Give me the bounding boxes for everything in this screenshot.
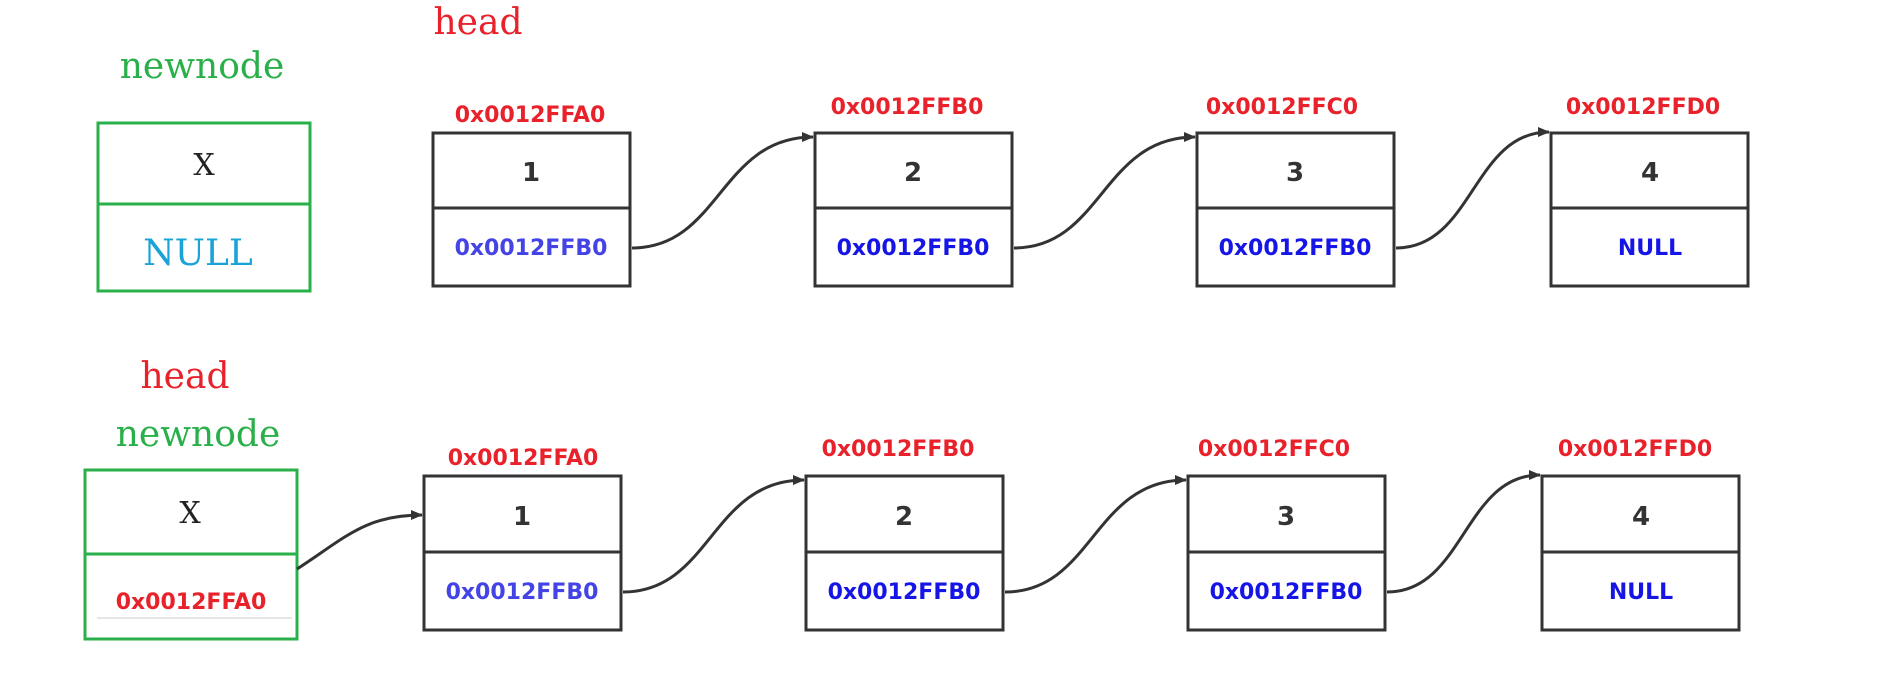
node-address: 0x0012FFD0 — [1566, 95, 1720, 120]
node-next-pointer: 0x0012FFB0 — [446, 580, 599, 605]
bottom-node-2: 0x0012FFB0 2 0x0012FFB0 — [804, 437, 1005, 632]
node-next-pointer: 0x0012FFB0 — [1219, 236, 1372, 261]
top-newnode-label: newnode — [120, 46, 285, 87]
bottom-head-label: head — [141, 356, 230, 397]
next-arrow — [1013, 132, 1196, 250]
next-arrow — [622, 475, 805, 594]
node-next-pointer: 0x0012FFB0 — [1210, 580, 1363, 605]
node-next-pointer: 0x0012FFB0 — [837, 236, 990, 261]
bottom-newnode-next: 0x0012FFA0 — [116, 590, 267, 615]
node-address: 0x0012FFA0 — [448, 446, 599, 471]
node-next-cell — [431, 206, 632, 288]
node-next-pointer: NULL — [1618, 236, 1682, 261]
node-address: 0x0012FFB0 — [822, 437, 975, 462]
node-value: 2 — [904, 158, 922, 188]
top-newnode-data-cell — [96, 121, 312, 206]
top-newnode-data: X — [193, 148, 215, 183]
bottom-newnode-label: newnode — [116, 414, 281, 455]
top-head-label: head — [434, 2, 523, 43]
node-value: 3 — [1286, 158, 1304, 188]
node-next-cell — [1186, 550, 1387, 632]
node-address: 0x0012FFC0 — [1198, 437, 1350, 462]
top-node-4: 0x0012FFD0 4 NULL — [1549, 95, 1750, 288]
top-section: head newnode X NULL 0x0012FFA0 1 0x0012F… — [96, 2, 1750, 293]
node-next-cell — [1549, 206, 1750, 288]
node-value-cell — [1540, 474, 1741, 554]
node-value: 1 — [522, 158, 540, 188]
next-arrow — [1386, 470, 1541, 594]
node-next-cell — [422, 550, 623, 632]
node-value: 4 — [1641, 158, 1659, 188]
bottom-section: head newnode X 0x0012FFA0 0x0012FFA0 1 0… — [83, 356, 1741, 641]
node-next-cell — [804, 550, 1005, 632]
node-value: 2 — [895, 502, 913, 532]
node-address: 0x0012FFA0 — [455, 103, 606, 128]
next-arrow — [631, 132, 814, 250]
bottom-newnode-data-cell — [83, 468, 299, 556]
top-node-3: 0x0012FFC0 3 0x0012FFB0 — [1195, 95, 1396, 288]
bottom-node-3: 0x0012FFC0 3 0x0012FFB0 — [1186, 437, 1387, 632]
bottom-node-4: 0x0012FFD0 4 NULL — [1540, 437, 1741, 632]
top-newnode-next-cell — [96, 202, 312, 293]
next-arrow — [1004, 475, 1187, 594]
top-newnode-next: NULL — [143, 233, 253, 274]
bottom-newnode-data: X — [179, 496, 201, 531]
node-address: 0x0012FFC0 — [1206, 95, 1358, 120]
top-node-1: 0x0012FFA0 1 0x0012FFB0 — [431, 103, 632, 288]
node-next-pointer: 0x0012FFB0 — [455, 236, 608, 261]
node-next-cell — [1540, 550, 1741, 632]
node-address: 0x0012FFB0 — [831, 95, 984, 120]
top-newnode: X NULL — [96, 121, 312, 293]
bottom-newnode-next-cell — [83, 552, 299, 641]
next-arrow — [1395, 127, 1550, 250]
node-value: 3 — [1277, 502, 1295, 532]
bottom-newnode: X 0x0012FFA0 — [83, 468, 299, 641]
node-next-pointer: NULL — [1609, 580, 1673, 605]
node-value-cell — [422, 474, 623, 554]
node-next-pointer: 0x0012FFB0 — [828, 580, 981, 605]
bottom-node-1: 0x0012FFA0 1 0x0012FFB0 — [422, 446, 623, 632]
newnode-next-arrow — [296, 510, 423, 571]
node-value: 1 — [513, 502, 531, 532]
node-address: 0x0012FFD0 — [1558, 437, 1712, 462]
node-value: 4 — [1632, 502, 1650, 532]
node-next-cell — [1195, 206, 1396, 288]
node-value-cell — [804, 474, 1005, 554]
node-next-cell — [813, 206, 1014, 288]
top-node-2: 0x0012FFB0 2 0x0012FFB0 — [813, 95, 1014, 288]
